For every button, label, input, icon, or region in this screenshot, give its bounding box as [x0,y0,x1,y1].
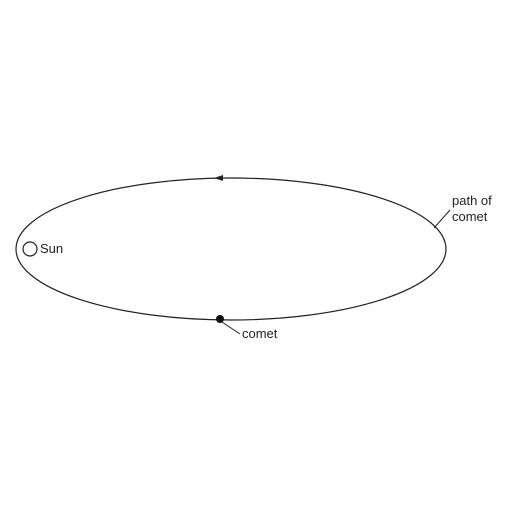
sun-symbol [22,241,38,257]
comet-dot [216,315,224,323]
path-label-line2: comet [452,209,488,224]
comet-leader-line [221,321,241,335]
sun-label: Sun [40,241,63,256]
path-label-line1: path of [452,193,492,208]
comet-label: comet [242,326,278,341]
path-leader-line [433,209,451,229]
comet-orbit-path [15,177,447,321]
direction-arrow-icon [214,175,223,181]
